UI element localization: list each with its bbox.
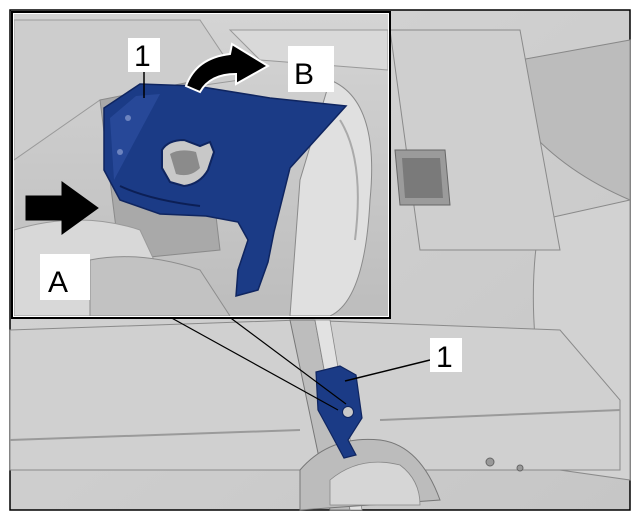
bracket-part-inset <box>103 83 348 298</box>
bracket-part-main <box>315 365 363 459</box>
arrow-b-label: B <box>294 58 314 91</box>
inset-leader-lines <box>167 315 347 411</box>
push-arrow-right-icon <box>25 181 99 235</box>
arrow-a-label: A <box>48 266 68 299</box>
rotate-arrow-right-icon <box>184 42 270 94</box>
bracket-hole-main <box>342 406 354 418</box>
part-number-main: 1 <box>436 341 453 374</box>
callout-main: 1 <box>344 338 462 382</box>
inset-detail: A B 1 <box>11 11 391 319</box>
callout-main-leader <box>344 359 431 382</box>
part-number-inset: 1 <box>134 40 151 73</box>
